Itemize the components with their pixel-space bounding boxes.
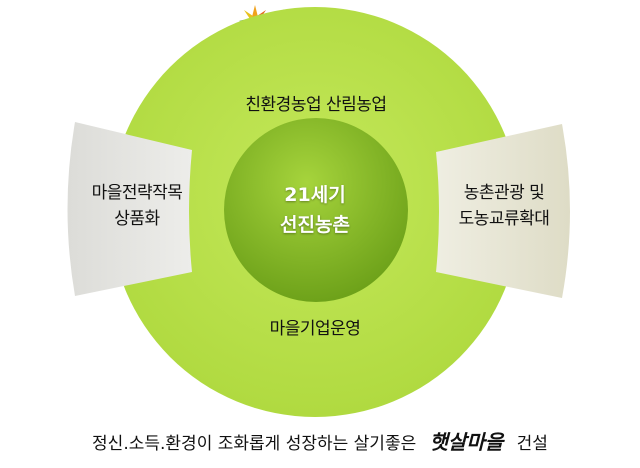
label-left-line2: 상품화 [114, 209, 160, 229]
left-wedge [67, 122, 192, 296]
label-top: 친환경농업 산림농업 [245, 95, 387, 115]
footer-suffix: 건설 [516, 434, 548, 454]
label-right-line1: 농촌관광 및 [463, 183, 545, 203]
inner-circle [224, 118, 408, 302]
label-bottom: 마을기업운영 [269, 319, 361, 339]
diagram-shapes [67, 7, 570, 417]
right-wedge [436, 124, 570, 298]
footer-text: 정신.소득.환경이 조화롭게 성장하는 살기좋은 [92, 434, 417, 454]
label-right: 농촌관광 및 도농교류확대 [440, 180, 568, 232]
label-left-line1: 마을전략작목 [91, 183, 183, 203]
center-label: 21세기 선진농촌 [250, 180, 380, 240]
label-right-line2: 도농교류확대 [458, 209, 550, 229]
footer-brand: 햇살마을 [429, 430, 504, 454]
center-label-line2: 선진농촌 [280, 214, 350, 236]
label-left: 마을전략작목 상품화 [78, 180, 196, 232]
center-label-line1: 21세기 [284, 184, 346, 206]
footer-slogan: 정신.소득.환경이 조화롭게 성장하는 살기좋은 햇살마을 건설 [0, 426, 640, 455]
